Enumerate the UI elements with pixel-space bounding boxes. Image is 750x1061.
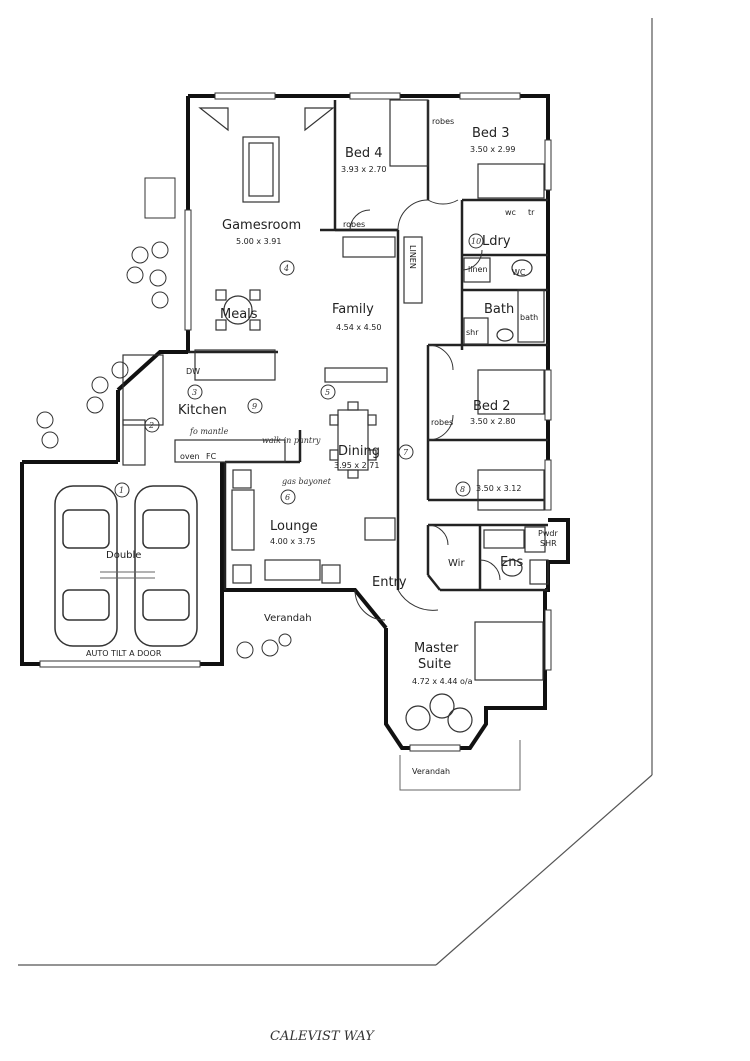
verandah-front-label: Verandah	[264, 613, 312, 624]
marker-3: 3	[192, 388, 197, 397]
furniture	[122, 99, 549, 733]
lounge-label: Lounge	[270, 519, 318, 534]
snr-label: SHR	[540, 539, 557, 548]
ens-label: Ens	[500, 555, 523, 570]
tr-label: tr	[528, 208, 535, 217]
bed3-dims: 3.50 x 2.99	[470, 145, 515, 154]
master-dims: 4.72 x 4.44 o/a	[412, 677, 473, 686]
family-label: Family	[332, 302, 374, 317]
garden-shrubs	[36, 177, 292, 659]
pwdr-label: Pwdr	[538, 529, 558, 538]
garage-slab	[100, 571, 155, 579]
dining-label: Dining	[338, 444, 380, 459]
gamesroom-dims: 5.00 x 3.91	[236, 237, 281, 246]
robes-bed4: robes	[343, 220, 365, 229]
robes-bed3: robes	[432, 117, 454, 126]
marker-5: 5	[325, 388, 330, 397]
rear-verandah	[399, 740, 521, 791]
wc-short-label: wc	[505, 208, 516, 217]
lounge-dims: 4.00 x 3.75	[270, 537, 315, 546]
kitchen-label: Kitchen	[178, 403, 227, 418]
meals-label: Meals	[220, 307, 258, 322]
gamesroom-label: Gamesroom	[222, 218, 301, 233]
street-name: CALEVIST WAY	[270, 1029, 375, 1044]
gas-bayonet-note: gas bayonet	[282, 477, 332, 486]
bed1-dims: 3.50 x 3.12	[476, 484, 521, 493]
marker-10: 10	[471, 237, 481, 246]
walk-in-pantry-note: walk in pantry	[262, 436, 321, 445]
linen-label: linen	[468, 265, 488, 274]
entry-label: Entry	[372, 575, 407, 590]
marker-group	[114, 233, 484, 505]
site-boundary	[18, 18, 653, 966]
wir-label: Wir	[448, 558, 465, 569]
garage-cars	[54, 485, 198, 647]
bed2-label: Bed 2	[473, 399, 511, 414]
bed2-dims: 3.50 x 2.80	[470, 417, 515, 426]
family-dims: 4.54 x 4.50	[336, 323, 381, 332]
bath-tub-label: bath	[520, 313, 538, 322]
marker-4: 4	[283, 264, 289, 273]
garage-door-label: AUTO TILT A DOOR	[86, 649, 162, 658]
shr-label: shr	[466, 328, 479, 337]
fc-label: FC	[206, 452, 217, 461]
marker-1: 1	[119, 486, 124, 495]
doors	[349, 199, 501, 621]
robes-bed2: robes	[431, 418, 453, 427]
bed4-dims: 3.93 x 2.70	[341, 165, 386, 174]
garage-label: Double	[106, 550, 141, 561]
ldry-label: Ldry	[482, 234, 511, 249]
marker-8: 8	[460, 485, 465, 494]
dw-label: DW	[186, 367, 200, 376]
bath-label: Bath	[484, 302, 514, 317]
oven-label: oven	[180, 452, 200, 461]
dining-dims: 3.95 x 2.71	[334, 461, 379, 470]
marker-6: 6	[285, 493, 290, 502]
master-label-line2: Suite	[418, 657, 451, 672]
bed4-label: Bed 4	[345, 146, 383, 161]
marker-2: 2	[148, 421, 154, 430]
linen-cupboard-label: LINEN	[408, 245, 417, 269]
master-label-line1: Master	[414, 641, 459, 656]
fo-mantle-note: fo mantle	[189, 427, 229, 436]
marker-9: 9	[252, 402, 257, 411]
marker-7: 7	[403, 448, 409, 457]
wc-label: WC	[512, 268, 526, 277]
windows	[39, 92, 552, 752]
verandah-rear-label: Verandah	[412, 767, 450, 776]
bed3-label: Bed 3	[472, 126, 510, 141]
